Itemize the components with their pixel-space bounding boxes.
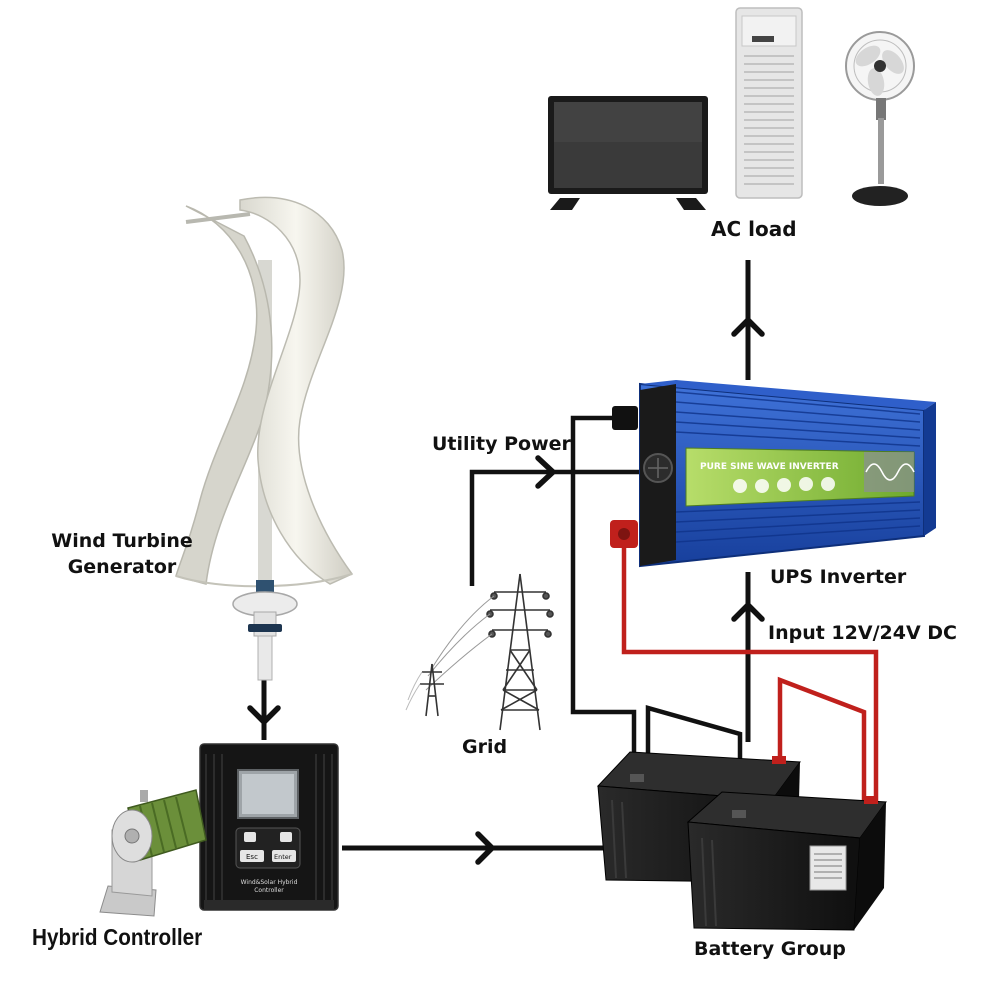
wind-turbine-label-line2: Generator bbox=[67, 556, 177, 578]
arrow-up-dc-input bbox=[731, 602, 765, 622]
battery-group-device bbox=[596, 751, 887, 931]
arrow-right-utility bbox=[535, 455, 556, 489]
wire-battery-series-red bbox=[777, 676, 867, 802]
arrowheads bbox=[247, 317, 765, 865]
arrow-right-controller bbox=[475, 831, 495, 865]
hybrid-controller-label: Hybrid Controller bbox=[32, 924, 203, 950]
utility-power-label: Utility Power bbox=[432, 433, 571, 455]
wire-battery-negative bbox=[570, 415, 637, 776]
dump-load-resistor-icon bbox=[99, 789, 207, 917]
air-conditioner-icon bbox=[735, 7, 803, 199]
arrow-down-turbine bbox=[247, 705, 281, 725]
wire-grid-to-inverter bbox=[469, 469, 640, 586]
ac-load-label: AC load bbox=[711, 217, 797, 241]
wires bbox=[261, 260, 879, 851]
ups-inverter-label: UPS Inverter bbox=[770, 566, 907, 588]
battery-group-label: Battery Group bbox=[694, 938, 846, 960]
power-grid-tower-icon bbox=[405, 573, 554, 731]
wind-turbine-label-line1: Wind Turbine bbox=[51, 530, 193, 552]
controller-brand-line1: Wind&Solar Hybrid bbox=[241, 879, 298, 886]
input-dc-label: Input 12V/24V DC bbox=[768, 622, 957, 644]
controller-esc-key: Esc bbox=[246, 853, 258, 861]
wind-turbine-icon bbox=[175, 196, 354, 681]
stand-fan-icon bbox=[845, 31, 915, 206]
controller-enter-key: Enter bbox=[274, 853, 292, 861]
arrow-up-ac-load bbox=[731, 317, 765, 337]
tv-icon bbox=[548, 96, 708, 210]
wire-dc-positive bbox=[621, 534, 879, 802]
hybrid-controller-device: Esc Enter Wind&Solar Hybrid Controller bbox=[199, 743, 339, 911]
inverter-banner-text: PURE SINE WAVE INVERTER bbox=[700, 462, 839, 472]
controller-brand-line2: Controller bbox=[254, 887, 284, 894]
wind-turbine-label: Wind Turbine Generator bbox=[22, 528, 222, 580]
inverter-panel-icons bbox=[733, 477, 835, 493]
battery-front bbox=[686, 791, 887, 931]
grid-label: Grid bbox=[462, 736, 508, 758]
ups-inverter-device: PURE SINE WAVE INVERTER bbox=[610, 380, 936, 568]
